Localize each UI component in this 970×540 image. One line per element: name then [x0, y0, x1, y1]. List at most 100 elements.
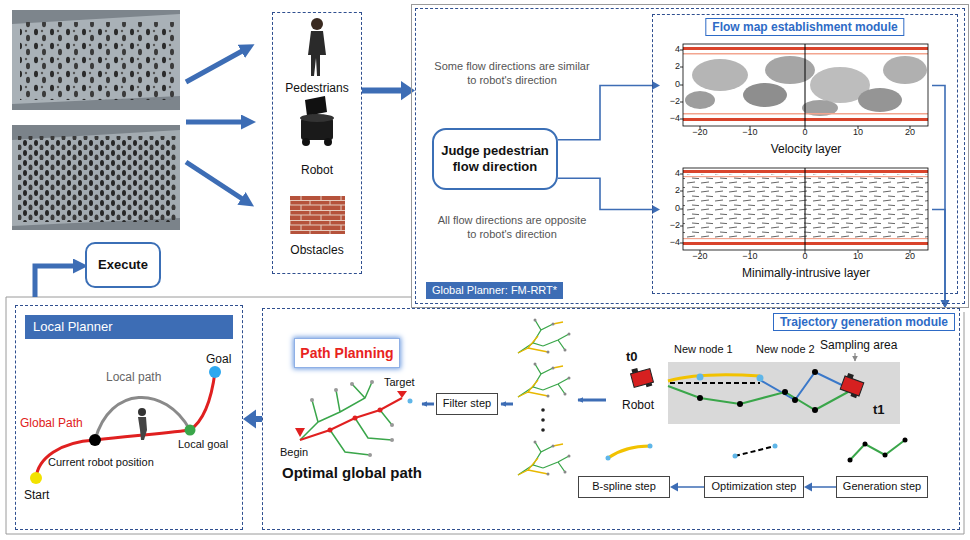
box-label: Judge pedestrian flow direction	[437, 143, 553, 174]
step-segments	[773, 444, 778, 449]
robot-icon	[300, 96, 334, 146]
local-planner-illustration	[95, 397, 190, 440]
box-label: Path Planning	[300, 345, 393, 362]
optimal-tree	[295, 428, 305, 437]
optimal-tree	[350, 382, 354, 386]
optimal-tree	[408, 399, 413, 404]
intrusive-plot	[683, 168, 928, 250]
sampling-illustration	[631, 368, 638, 373]
tree-column	[541, 418, 545, 422]
tree-column	[541, 428, 545, 432]
step-label: Optimization step	[712, 480, 797, 493]
local-planner-illustration	[89, 434, 101, 446]
icon-label: Robot	[273, 163, 361, 177]
pedestrian-icon	[308, 31, 326, 76]
optimal-tree	[378, 408, 383, 413]
velocity-plot	[743, 83, 787, 107]
step-box: B-spline step	[578, 476, 670, 498]
optimal-tree	[370, 380, 374, 384]
callout-label: Current robot position	[48, 456, 154, 469]
axis-tick: 0	[662, 79, 680, 90]
pedestrian-icon	[308, 18, 326, 76]
icon-label: Pedestrians	[273, 81, 361, 95]
axis-tick: −20	[688, 127, 712, 138]
callout-label: Sampling area	[820, 338, 897, 352]
step-label: B-spline step	[592, 480, 656, 493]
connector	[558, 178, 660, 214]
sampling-illustration	[737, 401, 743, 407]
intrusive-plot	[680, 174, 910, 253]
callout-label: Begin	[280, 446, 308, 459]
flow-arrow	[186, 50, 244, 82]
axis-tick: 0	[793, 251, 817, 262]
tree-column	[422, 319, 606, 476]
sampling-illustration	[697, 374, 704, 381]
optimal-tree	[328, 428, 333, 433]
sampling-illustration	[847, 373, 854, 379]
axis-tick: 0	[662, 203, 680, 214]
edge-label: All flow directions are opposite to robo…	[432, 214, 592, 242]
step-segments	[883, 453, 888, 458]
module-title: Flow map establishment module	[705, 18, 904, 36]
optimal-tree	[390, 438, 394, 442]
crowd-image	[12, 130, 180, 226]
robot-icon	[324, 138, 332, 146]
input-group: PedestriansRobotObstacles	[272, 12, 362, 274]
step-segments	[606, 438, 908, 463]
connector	[362, 81, 415, 100]
step-box: Optimization step	[704, 476, 804, 498]
sampling-illustration	[812, 407, 818, 413]
local-planner-illustration	[30, 472, 42, 484]
sampling-illustration	[812, 369, 818, 375]
optimal-tree	[300, 382, 392, 455]
axis-tick: 20	[898, 127, 922, 138]
sampling-illustration	[631, 369, 654, 388]
velocity-plot	[685, 91, 715, 109]
connector	[670, 483, 704, 492]
step-segments	[863, 442, 868, 447]
tree-column	[518, 441, 571, 476]
obstacle-icon	[290, 196, 345, 234]
action-box: Execute	[85, 242, 161, 288]
plot-title: Velocity layer	[680, 142, 932, 156]
axis-tick: 2	[662, 185, 680, 196]
time-label: t1	[873, 402, 885, 418]
callout-label: Goal	[206, 352, 231, 366]
axis-tick: 20	[898, 251, 922, 262]
step-label: Filter step	[443, 397, 491, 410]
sampling-illustration	[757, 375, 764, 382]
sampling-illustration	[646, 383, 653, 387]
sampling-illustration	[697, 395, 703, 401]
flow-arrow	[186, 162, 244, 200]
highlight-box: Path Planning	[294, 338, 400, 368]
tree-column	[518, 319, 571, 354]
flow-arrow	[186, 120, 244, 125]
sampling-illustration	[668, 386, 848, 410]
step-segments	[608, 446, 650, 458]
plot-panel: Minimally-intrusive layer	[660, 168, 932, 280]
flow-arrow	[35, 50, 244, 297]
crowd-image	[12, 125, 180, 230]
crowd-image	[12, 14, 180, 104]
axis-tick: 2	[662, 61, 680, 72]
axis-tick: −10	[738, 127, 762, 138]
tree-column	[501, 403, 513, 406]
sampling-illustration	[854, 353, 855, 361]
connector-line	[810, 486, 836, 488]
connector-line	[558, 85, 654, 139]
box-label: Execute	[98, 257, 148, 273]
axis-tick: −10	[738, 251, 762, 262]
intrusive-plot	[683, 168, 928, 250]
axis-tick: 10	[846, 251, 870, 262]
sampling-illustration	[670, 382, 760, 384]
step-segments	[903, 438, 908, 443]
velocity-plot	[683, 44, 928, 126]
flow-arrow	[35, 266, 76, 297]
step-segments	[648, 444, 653, 449]
sampling-illustration	[840, 376, 864, 396]
velocity-plot	[858, 88, 902, 112]
intrusive-plot	[680, 168, 928, 253]
callout-label: Target	[384, 376, 415, 389]
sampling-illustration	[850, 393, 857, 398]
plot-title: Minimally-intrusive layer	[680, 266, 932, 280]
